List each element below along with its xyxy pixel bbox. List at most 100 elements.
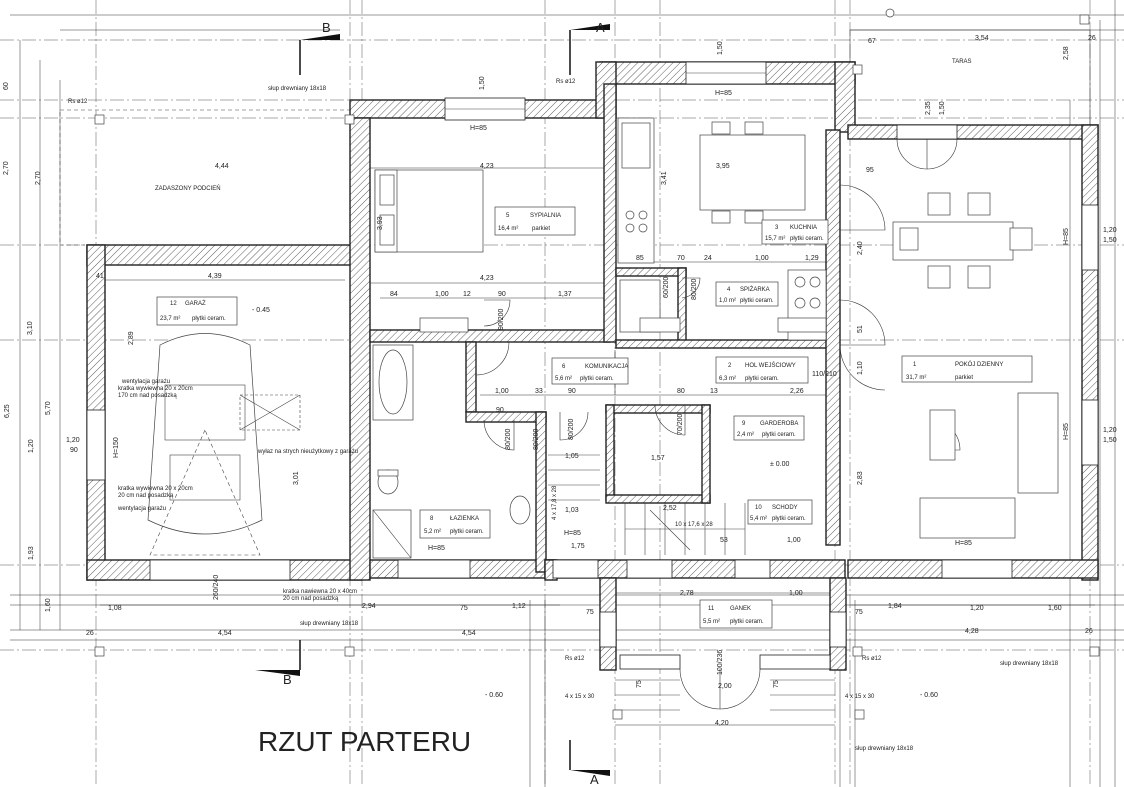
svg-text:płytki ceram.: płytki ceram. [772, 516, 806, 522]
svg-text:10: 10 [755, 505, 762, 511]
svg-text:płytki ceram.: płytki ceram. [740, 298, 774, 304]
svg-text:1,00: 1,00 [789, 590, 803, 597]
svg-text:4,54: 4,54 [462, 630, 476, 637]
svg-text:90/200: 90/200 [498, 308, 505, 330]
room-label-bathroom: 8 ŁAZIENKA 5,2 m² płytki ceram. [419, 509, 491, 539]
windows [86, 61, 1099, 670]
room-label-corridor: 6 KOMUNIKACJA 5,6 m² płytki ceram. [551, 357, 629, 385]
svg-text:KOMUNIKACJA: KOMUNIKACJA [585, 364, 628, 370]
svg-text:Rs ø12: Rs ø12 [68, 99, 88, 105]
svg-text:31,7 m²: 31,7 m² [906, 375, 926, 381]
column-label-br: słup drewniany 18x18 [1000, 661, 1059, 667]
svg-text:H=85: H=85 [715, 90, 732, 97]
svg-text:1,93: 1,93 [28, 546, 35, 560]
svg-text:100/236: 100/236 [717, 650, 724, 675]
svg-text:GANEK: GANEK [730, 606, 751, 612]
svg-text:SYPIALNIA: SYPIALNIA [530, 213, 561, 219]
doors [475, 138, 961, 710]
svg-text:H=85: H=85 [1063, 423, 1070, 440]
column-label-bottom: słup drewniany 18x18 [855, 746, 914, 752]
svg-text:23,7 m²: 23,7 m² [160, 316, 180, 322]
attic-hatch-label: wyłaz na strych nieużytkowy z garażu [257, 449, 358, 455]
svg-text:parkiet: parkiet [532, 226, 550, 232]
porch-outline [59, 109, 356, 246]
terrace-label: TARAS [952, 59, 972, 65]
room-label-porch: 11 GANEK 5,5 m² płytki ceram. [699, 599, 773, 629]
svg-text:H=85: H=85 [428, 545, 445, 552]
svg-text:1,37: 1,37 [558, 291, 572, 298]
svg-text:1,20: 1,20 [1103, 227, 1117, 234]
svg-text:6,3 m²: 6,3 m² [719, 376, 736, 382]
svg-text:26: 26 [1088, 35, 1096, 42]
svg-text:90: 90 [496, 407, 504, 414]
svg-text:170 cm nad posadzką: 170 cm nad posadzką [118, 393, 177, 399]
porch-label: ZADASZONY PODCIEŃ [155, 185, 221, 192]
svg-text:3,41: 3,41 [661, 171, 668, 185]
svg-text:70/200: 70/200 [677, 413, 684, 435]
svg-text:8: 8 [430, 516, 434, 522]
svg-text:2,58: 2,58 [1063, 46, 1070, 60]
svg-text:1,50: 1,50 [1103, 437, 1117, 444]
stairs-small-label: 4 x 17,8 x 28 [552, 485, 558, 520]
svg-text:70: 70 [677, 255, 685, 262]
room-labels: 12 GARAŻ 23,7 m² płytki ceram. 5 SYPIALN… [156, 206, 1033, 629]
svg-text:4,54: 4,54 [218, 630, 232, 637]
svg-text:1,20: 1,20 [970, 605, 984, 612]
svg-text:80/200: 80/200 [505, 428, 512, 450]
svg-text:wentylacja garażu: wentylacja garażu [117, 506, 166, 512]
room-label-pantry: 4 SPIŻARKA 1,0 m² płytki ceram. [715, 281, 779, 307]
svg-text:5,4 m²: 5,4 m² [750, 516, 767, 522]
svg-text:H=85: H=85 [955, 540, 972, 547]
svg-text:53: 53 [720, 537, 728, 544]
svg-text:4,28: 4,28 [965, 628, 979, 635]
svg-text:H=85: H=85 [470, 125, 487, 132]
svg-text:HOL WEJŚCIOWY: HOL WEJŚCIOWY [745, 361, 796, 369]
svg-text:3,54: 3,54 [975, 35, 989, 42]
svg-text:2,70: 2,70 [35, 171, 42, 185]
svg-text:41: 41 [96, 273, 104, 280]
svg-text:60/200: 60/200 [663, 276, 670, 298]
svg-text:2,4 m²: 2,4 m² [737, 432, 754, 438]
svg-text:1,12: 1,12 [512, 603, 526, 610]
level-garage: - 0.45 [252, 307, 270, 314]
svg-text:2: 2 [728, 363, 732, 369]
svg-text:H=85: H=85 [1063, 228, 1070, 245]
misc-labels: ZADASZONY PODCIEŃ TARAS ± 0.00 - 0.45 - … [68, 59, 1059, 752]
svg-text:wentylacja garażu: wentylacja garażu [121, 379, 170, 385]
svg-text:2,35: 2,35 [925, 101, 932, 115]
room-label-wardrobe: 9 GARDEROBA 2,4 m² płytki ceram. [733, 415, 805, 441]
svg-text:4,23: 4,23 [480, 163, 494, 170]
svg-text:płytki ceram.: płytki ceram. [580, 376, 614, 382]
svg-text:ŁAZIENKA: ŁAZIENKA [450, 516, 479, 522]
svg-text:kratka wywiewna 20 x 20cm: kratka wywiewna 20 x 20cm [118, 486, 193, 492]
stairs-main-label: 10 x 17,6 x 28 [675, 522, 713, 528]
svg-text:H=85: H=85 [564, 530, 581, 537]
svg-text:GARAŻ: GARAŻ [185, 300, 206, 307]
column-label-tl: słup drewniany 18x18 [268, 86, 327, 92]
svg-text:9: 9 [742, 421, 746, 427]
svg-text:SPIŻARKA: SPIŻARKA [740, 286, 770, 293]
svg-text:płytki ceram.: płytki ceram. [730, 619, 764, 625]
svg-text:90: 90 [70, 447, 78, 454]
svg-text:POKÓJ DZIENNY: POKÓJ DZIENNY [955, 361, 1003, 368]
svg-text:95: 95 [866, 167, 874, 174]
svg-text:SCHODY: SCHODY [772, 505, 798, 511]
svg-text:12: 12 [170, 301, 177, 307]
svg-text:84: 84 [390, 291, 398, 298]
svg-text:4,23: 4,23 [480, 275, 494, 282]
svg-text:płytki ceram.: płytki ceram. [790, 236, 824, 242]
svg-text:5,2 m²: 5,2 m² [424, 529, 441, 535]
dimension-numbers: 4,44 4,23 3,95 3,54 67 26 1,50 1,50 1,50… [3, 35, 1117, 727]
room-label-living: 1 POKÓJ DZIENNY 31,7 m² parkiet [901, 355, 1033, 383]
car-icon [147, 333, 263, 535]
svg-text:75: 75 [586, 609, 594, 616]
section-mark-a-bottom: A [590, 772, 599, 787]
svg-text:2,89: 2,89 [128, 331, 135, 345]
svg-text:parkiet: parkiet [955, 375, 973, 381]
terrace-outline [849, 29, 1091, 126]
furniture [147, 117, 1059, 711]
svg-text:4,39: 4,39 [208, 273, 222, 280]
svg-text:51: 51 [857, 325, 864, 333]
svg-text:1,60: 1,60 [1048, 605, 1062, 612]
svg-text:2,83: 2,83 [857, 471, 864, 485]
